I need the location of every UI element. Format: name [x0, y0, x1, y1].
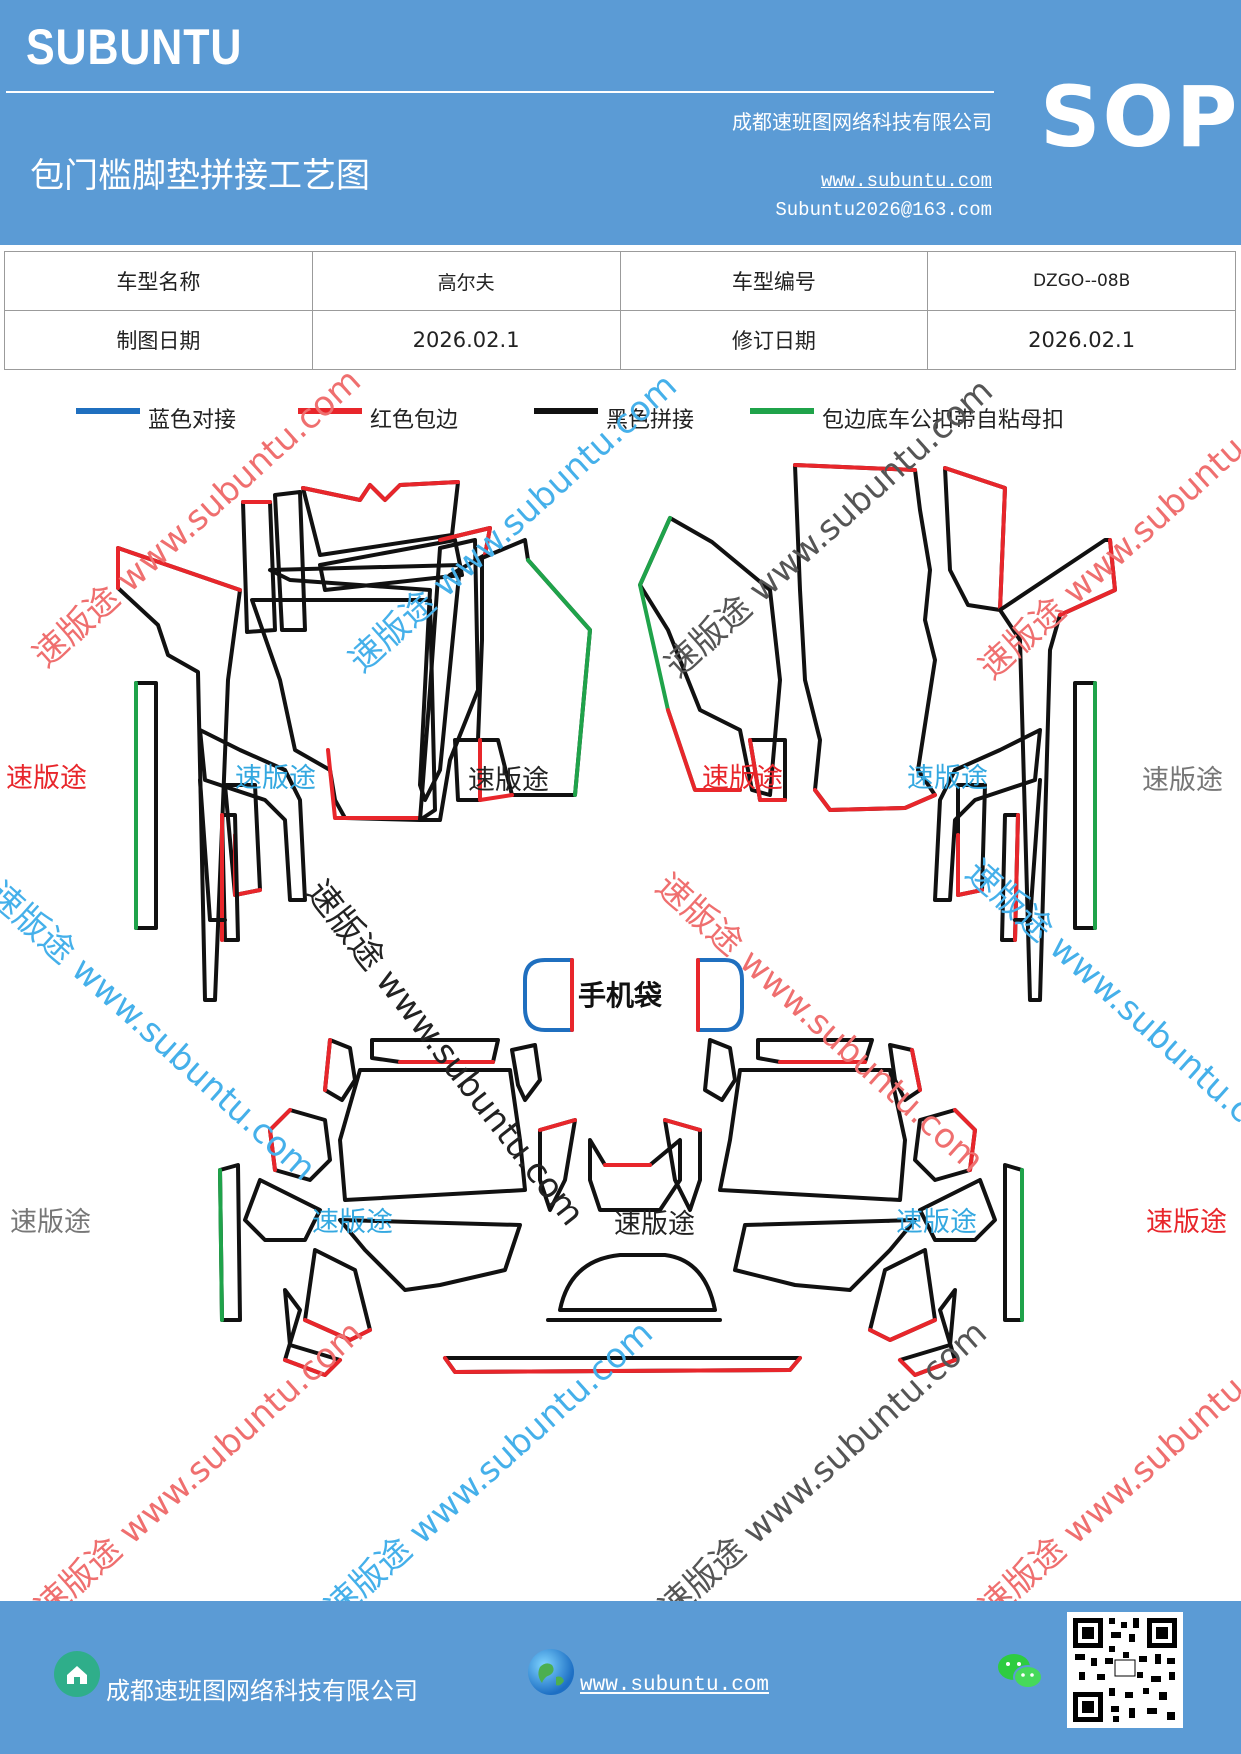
table-row: 车型名称 高尔夫 车型编号 DZGO--08B: [4, 251, 1236, 311]
front-right-mat-group: [638, 463, 1117, 1002]
watermark-text: 速版途: [468, 765, 549, 796]
phone-pocket-label: 手机袋: [578, 979, 663, 1012]
phone-pocket-group: [523, 958, 744, 1032]
watermark-text: 速版途: [907, 763, 988, 794]
legend-item-blue: 蓝色对接: [76, 402, 236, 434]
legend-item-black: 黑色拼接: [534, 402, 694, 434]
globe-icon: [528, 1649, 574, 1695]
legend-label: 红色包边: [370, 408, 459, 433]
header-email: Subuntu2026@163.com: [775, 199, 992, 221]
footer-website-link[interactable]: www.subuntu.com: [580, 1674, 770, 1697]
header-banner: SUBUNTU 成都速班图网络科技有限公司 包门槛脚垫拼接工艺图 www.sub…: [0, 0, 1241, 245]
legend-label: 包边底车公扣带自粘母扣: [822, 408, 1065, 433]
table-row: 制图日期 2026.02.1 修订日期 2026.02.1: [4, 310, 1236, 370]
watermark-text: 速版途: [896, 1207, 977, 1238]
legend-swatch: [750, 408, 814, 414]
info-table: 车型名称 高尔夫 车型编号 DZGO--08B 制图日期 2026.02.1 修…: [4, 251, 1236, 370]
header-website-link[interactable]: www.subuntu.com: [820, 170, 992, 192]
qr-code: [1067, 1612, 1183, 1728]
model-code-label: 车型编号: [619, 251, 929, 311]
rear-mat-group: [218, 1038, 1024, 1377]
header-company: 成都速班图网络科技有限公司: [732, 110, 992, 134]
watermark-text: 速版途: [312, 1207, 393, 1238]
watermark-text: 速版途: [10, 1207, 91, 1238]
wechat-icon: [996, 1651, 1044, 1697]
model-name-label: 车型名称: [4, 251, 313, 311]
home-icon: [54, 1651, 100, 1697]
watermark-text: 速版途: [1146, 1207, 1227, 1238]
model-name-value: 高尔夫: [311, 251, 621, 311]
header-divider: [6, 91, 994, 93]
revise-date-label: 修订日期: [619, 310, 929, 370]
doc-type-label: SOP: [1040, 68, 1240, 166]
page-title: 包门槛脚垫拼接工艺图: [30, 156, 370, 196]
front-left-mat-group: [116, 480, 592, 1002]
model-code-value: DZGO--08B: [927, 251, 1236, 311]
watermark-text: 速版途: [235, 763, 316, 794]
legend-swatch: [534, 408, 598, 414]
legend: 蓝色对接 红色包边 黑色拼接 包边底车公扣带自粘母扣: [0, 402, 1241, 442]
legend-swatch: [76, 408, 140, 414]
legend-label: 蓝色对接: [148, 408, 237, 433]
legend-item-red: 红色包边: [298, 402, 458, 434]
watermark-text: 速版途: [6, 763, 87, 794]
legend-swatch: [298, 408, 362, 414]
footer-banner: 成都速班图网络科技有限公司 www.subuntu.com: [0, 1601, 1241, 1754]
footer-company: 成都速班图网络科技有限公司: [106, 1677, 418, 1705]
legend-label: 黑色拼接: [606, 408, 695, 433]
draw-date-value: 2026.02.1: [311, 310, 621, 370]
draw-date-label: 制图日期: [4, 310, 313, 370]
floor-mat-diagram: [116, 463, 1117, 1377]
brand-logo: SUBUNTU: [26, 19, 243, 75]
watermark-text: 速版途: [702, 763, 783, 794]
revise-date-value: 2026.02.1: [927, 310, 1236, 370]
watermark-text: 速版途: [1142, 765, 1223, 796]
watermark-text: 速版途: [614, 1209, 695, 1240]
legend-item-green: 包边底车公扣带自粘母扣: [750, 402, 1064, 434]
